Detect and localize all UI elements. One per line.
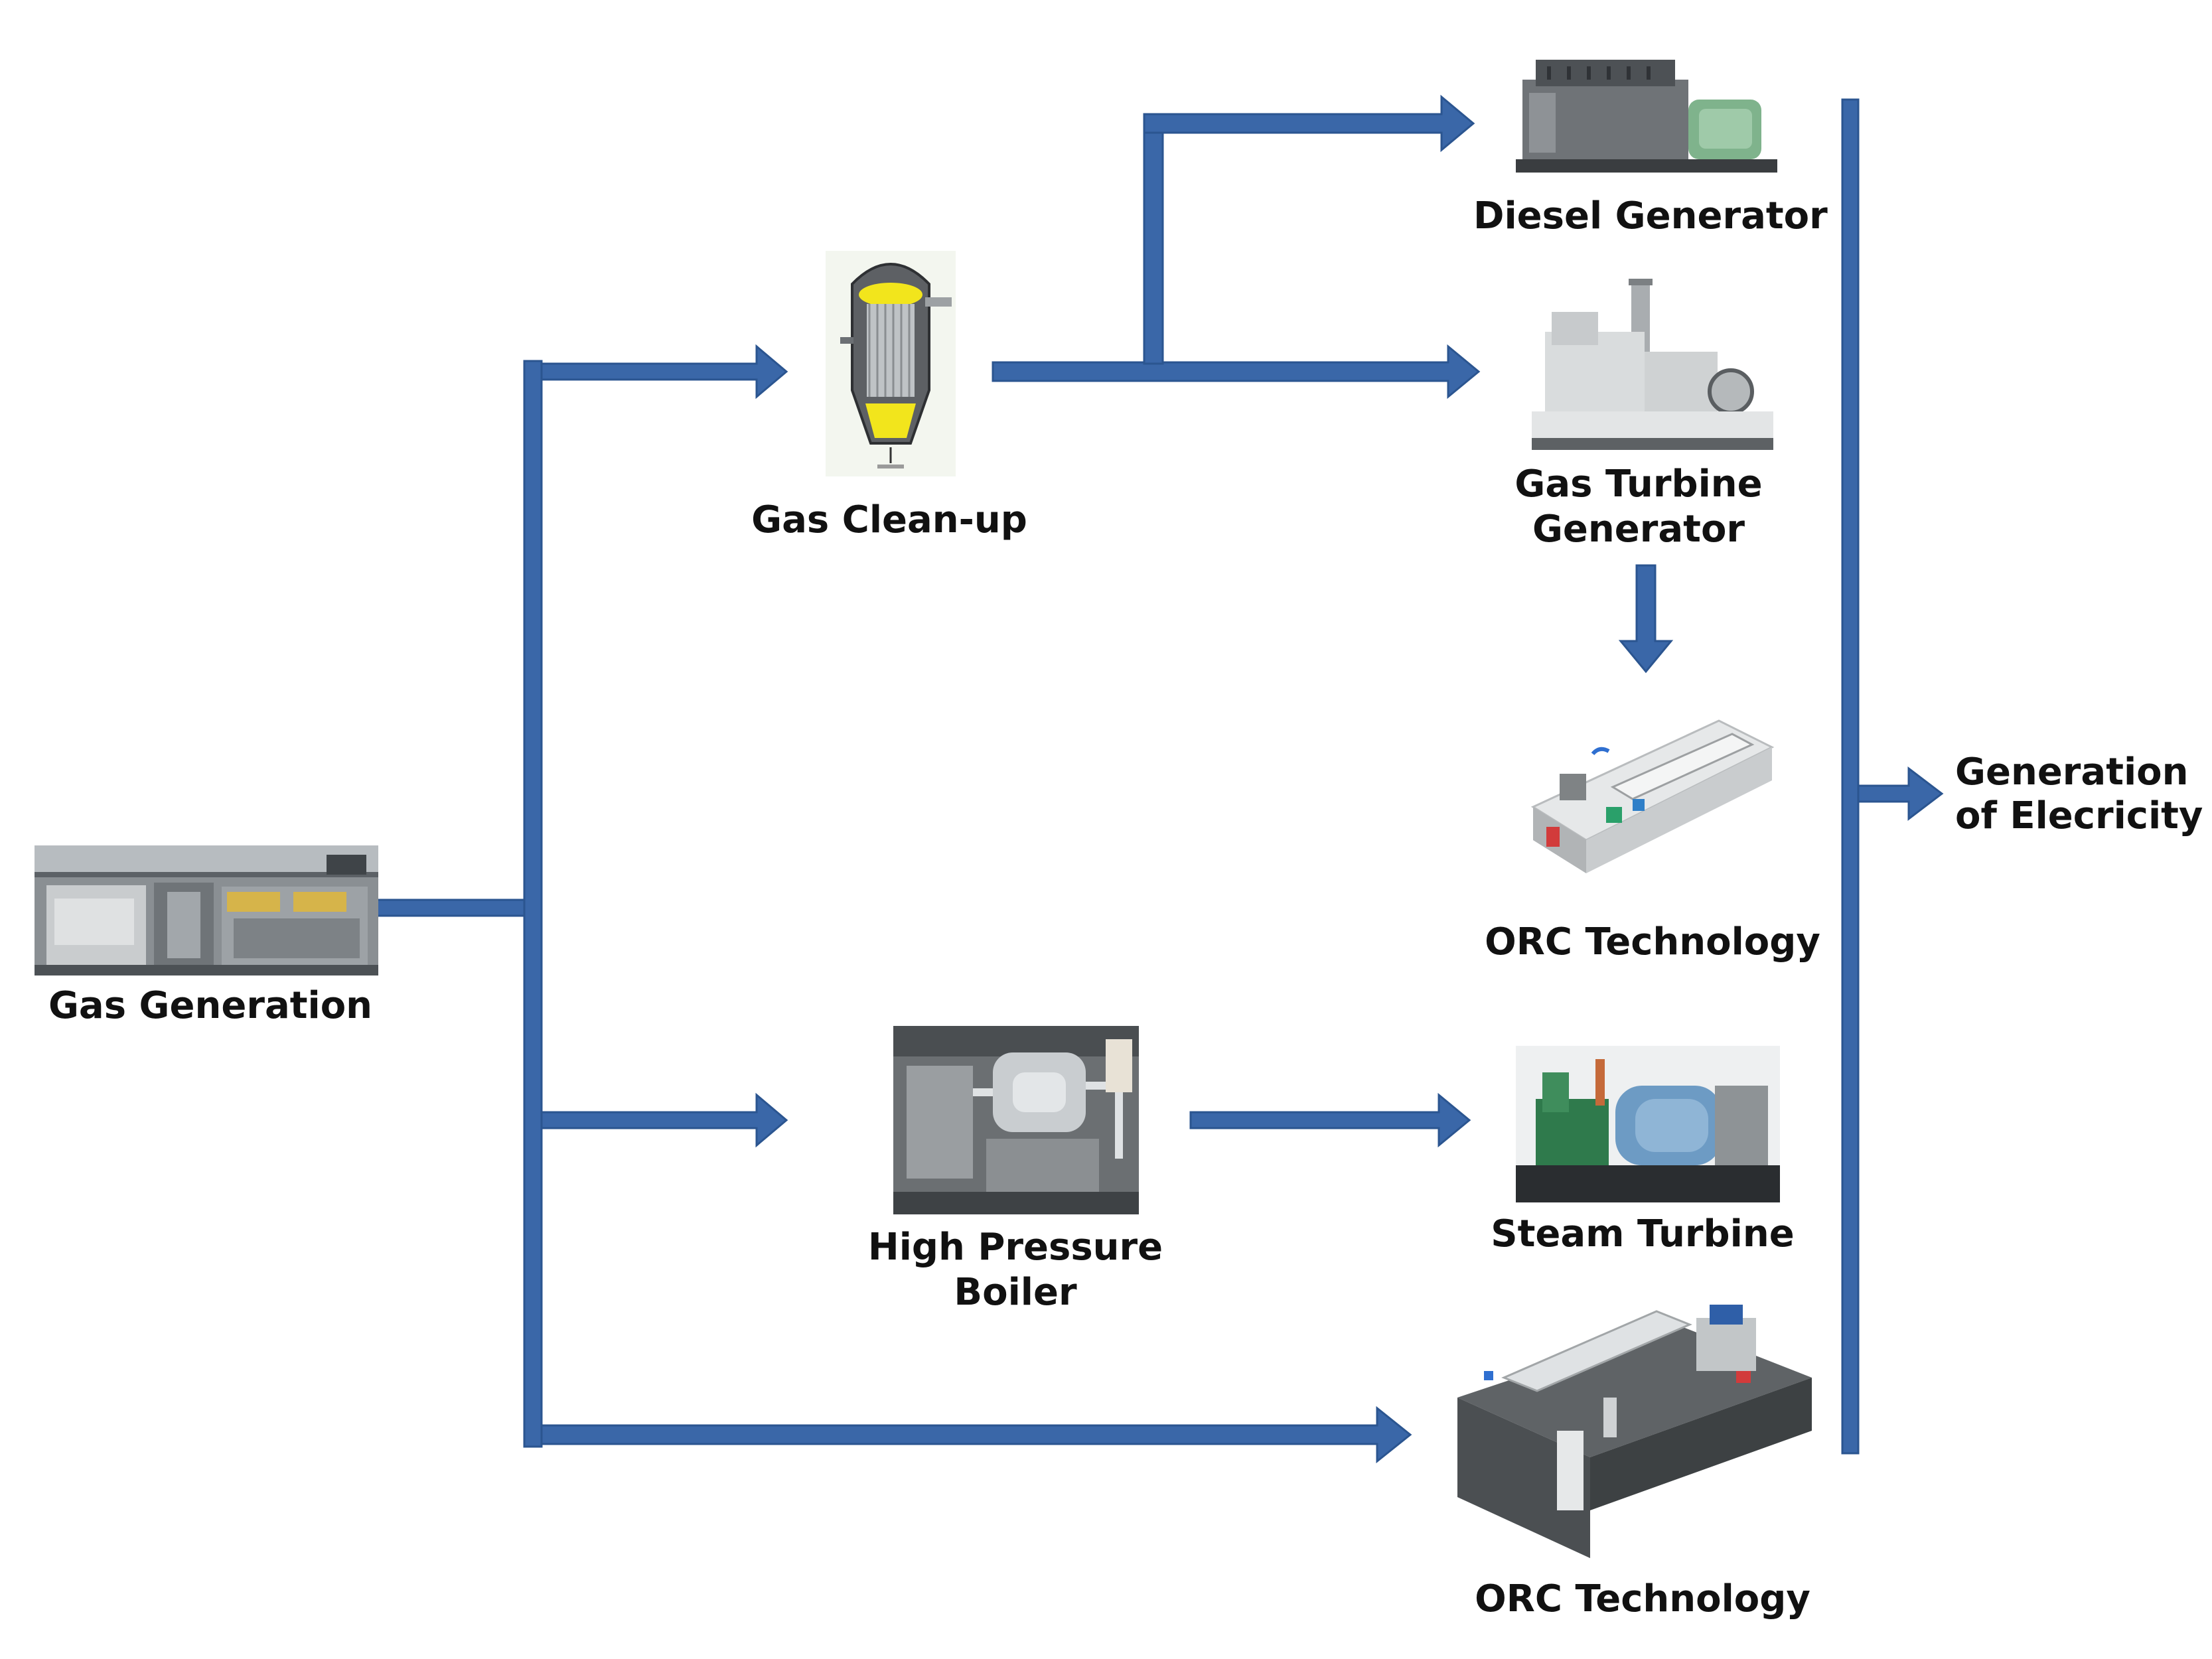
label-generation-2: of Elecricity <box>1955 794 2203 837</box>
trunk-horizontal <box>374 899 532 917</box>
diesel-riser <box>1143 113 1164 365</box>
arrow-gas-turbine-to-orc <box>1618 564 1674 674</box>
label-boiler-2: Boiler <box>954 1271 1077 1314</box>
arrow-to-gas-cleanup <box>540 344 788 399</box>
gas-generation-image <box>35 845 378 975</box>
steam-turbine-image <box>1516 1046 1780 1202</box>
high-pressure-boiler-image <box>893 1026 1139 1214</box>
orc-upper-image <box>1530 719 1775 873</box>
gas-turbine-image <box>1532 279 1773 450</box>
label-gas-turbine-2: Generator <box>1532 508 1745 551</box>
label-orc-upper: ORC Technology <box>1485 920 1820 964</box>
arrow-to-boiler <box>540 1092 788 1148</box>
arrow-to-generation <box>1857 766 1944 822</box>
label-boiler-1: High Pressure <box>867 1226 1163 1269</box>
label-gas-turbine-1: Gas Turbine <box>1514 463 1763 506</box>
label-orc-lower: ORC Technology <box>1475 1577 1810 1621</box>
arrow-to-diesel <box>1143 94 1475 153</box>
orc-lower-image <box>1457 1305 1812 1558</box>
label-diesel-generator: Diesel Generator <box>1473 194 1828 238</box>
arrow-to-orc-lower <box>540 1406 1412 1464</box>
diesel-generator-image <box>1516 60 1777 173</box>
label-gas-generation: Gas Generation <box>48 984 373 1027</box>
arrow-to-gas-turbine <box>992 344 1481 399</box>
label-gas-cleanup: Gas Clean-up <box>751 498 1027 541</box>
arrow-boiler-to-steam <box>1189 1092 1471 1148</box>
trunk-vertical <box>523 360 543 1448</box>
gas-cleanup-image <box>826 251 956 476</box>
collector-bar <box>1841 98 1860 1455</box>
label-generation-1: Generation <box>1955 751 2189 794</box>
label-steam-turbine: Steam Turbine <box>1491 1212 1795 1256</box>
